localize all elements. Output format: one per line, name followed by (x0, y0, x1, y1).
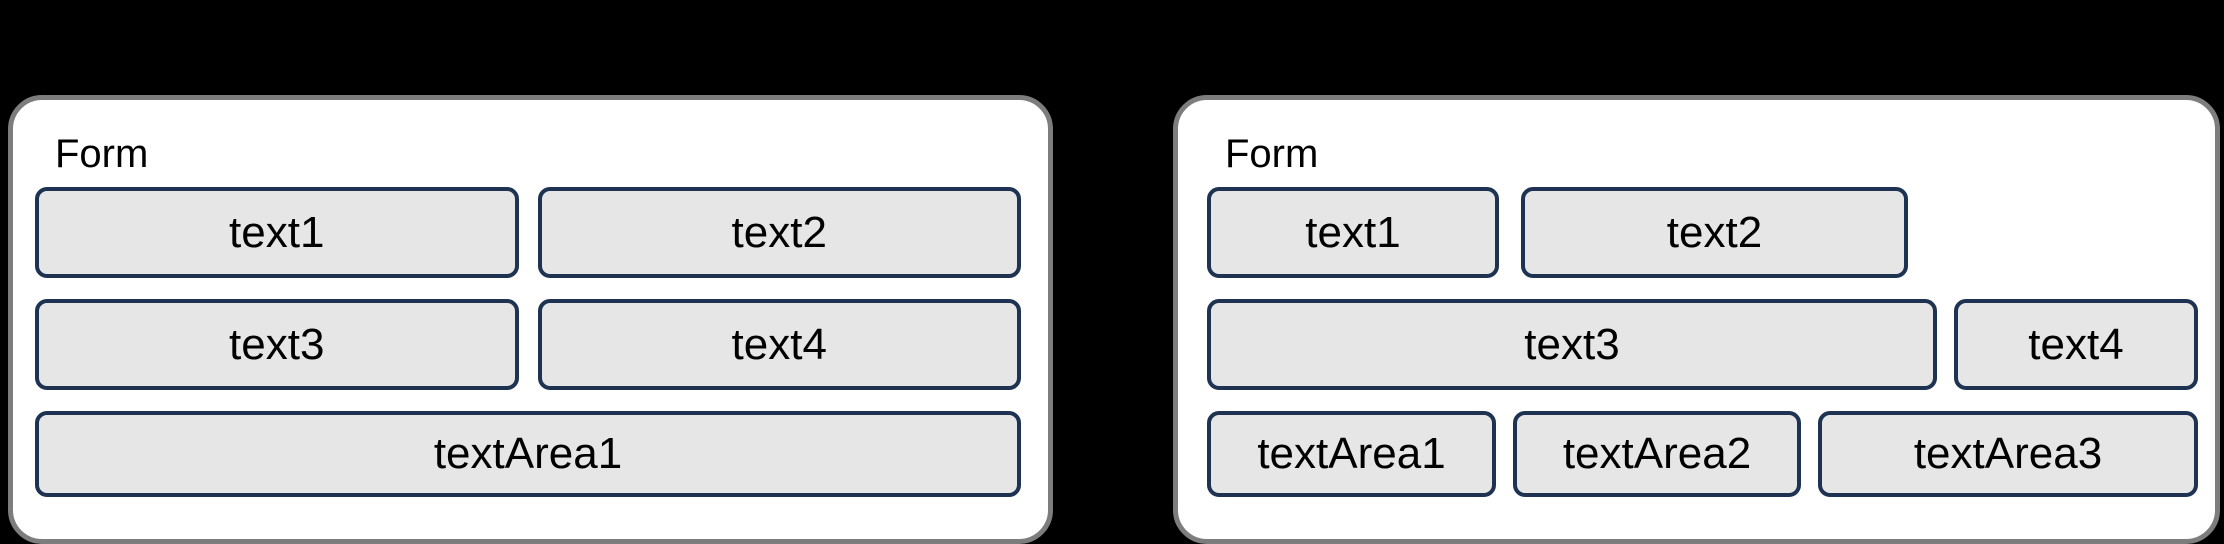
form-row-3: textArea1 (35, 411, 1021, 497)
form-row-2: text3 text4 (35, 299, 1021, 390)
form-title: Form (55, 132, 149, 176)
field-text3: text3 (35, 299, 519, 390)
field-text4: text4 (1954, 299, 2198, 390)
form-row-1: text1 text2 (1207, 187, 2198, 278)
field-text2: text2 (537, 187, 1021, 278)
form-title: Form (1225, 132, 1319, 176)
field-text3: text3 (1207, 299, 1937, 390)
left-form-panel: Form text1 text2 text3 text4 textArea1 (8, 95, 1053, 544)
field-textarea3: textArea3 (1818, 411, 2198, 497)
field-text4: text4 (537, 299, 1021, 390)
right-form-panel: Form text1 text2 text3 text4 textArea1 t… (1173, 95, 2220, 544)
field-textarea1: textArea1 (35, 411, 1021, 497)
form-row-1: text1 text2 (35, 187, 1021, 278)
field-text1: text1 (1207, 187, 1499, 278)
field-textarea1: textArea1 (1207, 411, 1496, 497)
field-text2: text2 (1521, 187, 1908, 278)
field-text1: text1 (35, 187, 519, 278)
form-row-2: text3 text4 (1207, 299, 2198, 390)
field-textarea2: textArea2 (1513, 411, 1801, 497)
form-row-3: textArea1 textArea2 textArea3 (1207, 411, 2198, 497)
